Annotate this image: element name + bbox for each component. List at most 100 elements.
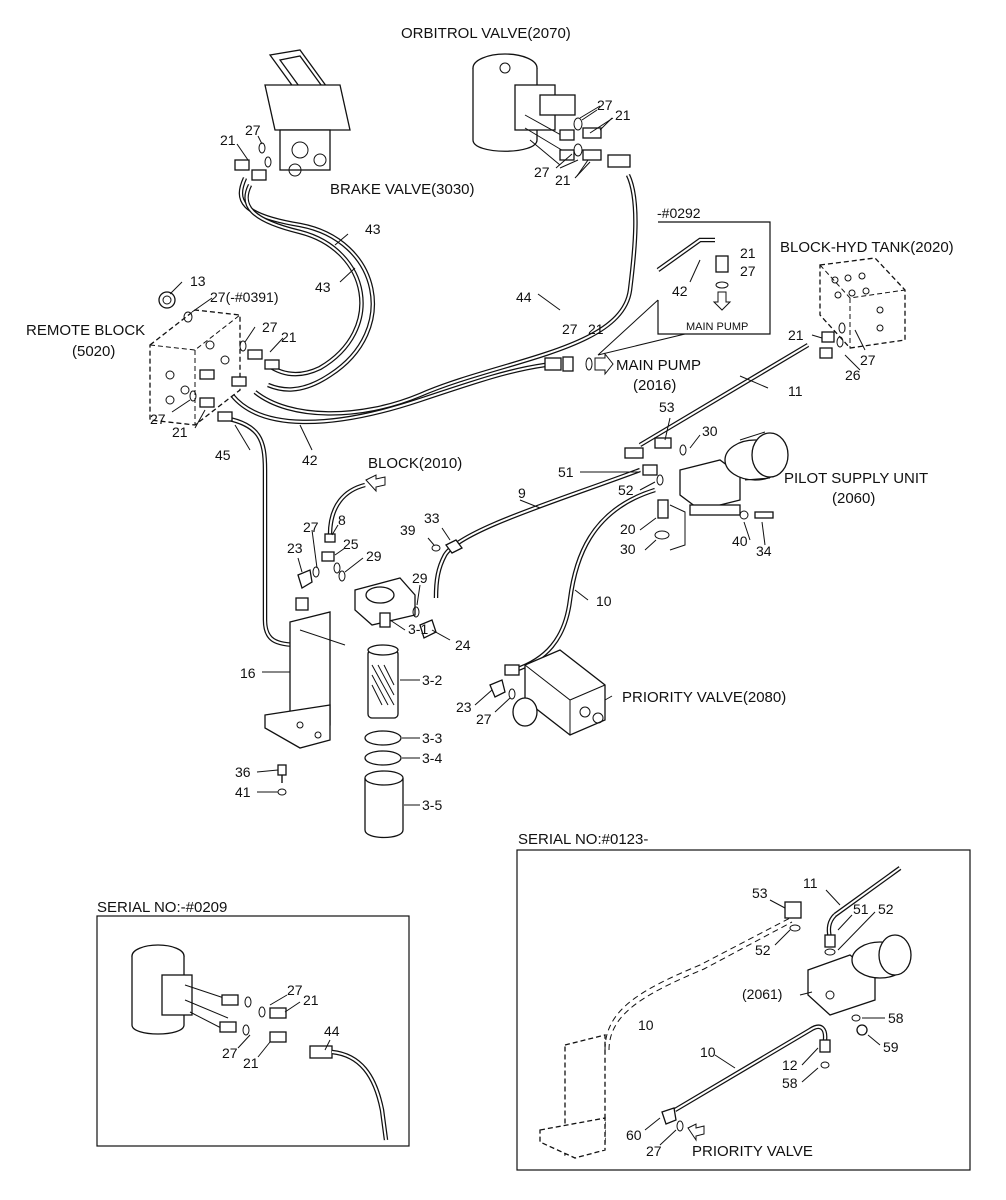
inset-0292-main-pump: MAIN PUMP [686, 321, 748, 333]
orbitrol-valve-label: ORBITROL VALVE(2070) [401, 25, 571, 42]
hose-9 [433, 467, 641, 599]
callout-10: 10 [596, 593, 612, 609]
callout-21: 21 [172, 424, 188, 440]
callout-25: 25 [343, 536, 359, 552]
callout-21: 21 [788, 327, 804, 343]
inset-0123-priority-valve: PRIORITY VALVE [692, 1143, 813, 1160]
block-2010-arrow [365, 474, 386, 493]
callout-58: 58 [888, 1010, 904, 1026]
callout-21: 21 [740, 245, 756, 261]
brake-valve [264, 49, 351, 177]
remote-block-number: (5020) [72, 343, 115, 360]
callout-27: 27 [245, 122, 261, 138]
callout-52: 52 [755, 942, 771, 958]
callout-43: 43 [365, 221, 381, 237]
callout-23: 23 [287, 540, 303, 556]
part-callouts: 27 21 27 21 21 27 43 43 44 42 21 27 13 2… [150, 97, 904, 1159]
callout-23: 23 [456, 699, 472, 715]
pilot-supply-label: PILOT SUPPLY UNIT [784, 470, 928, 487]
callout-30: 30 [620, 541, 636, 557]
inset-0209-title: SERIAL NO:-#0209 [97, 899, 227, 916]
callout-42: 42 [672, 283, 688, 299]
callout-27: 27 [597, 97, 613, 113]
hose-42 [230, 362, 546, 425]
orbitrol-valve [472, 53, 576, 166]
callout-51: 51 [558, 464, 574, 480]
callout-60: 60 [626, 1127, 642, 1143]
callout-12: 12 [782, 1057, 798, 1073]
callout-21: 21 [588, 321, 604, 337]
hose-10 [514, 487, 656, 673]
priority-valve [489, 649, 606, 736]
inset-0123-title: SERIAL NO:#0123- [518, 831, 648, 848]
block-hyd-tank-label: BLOCK-HYD TANK(2020) [780, 239, 954, 256]
pilot-supply-number: (2060) [832, 490, 875, 507]
callout-43: 43 [315, 279, 331, 295]
callout-51: 51 [853, 901, 869, 917]
callout-27: 27 [860, 352, 876, 368]
inset-0292-serial: -#0292 [657, 205, 701, 221]
callout-34: 34 [756, 543, 772, 559]
callout-27: 27 [262, 319, 278, 335]
callout-45: 45 [215, 447, 231, 463]
brake-fittings [234, 135, 272, 181]
hose-43b [244, 183, 364, 377]
pilot-supply-unit [624, 431, 789, 551]
inset-0292 [597, 221, 771, 356]
callout-27: 27 [303, 519, 319, 535]
callout-21: 21 [615, 107, 631, 123]
callout-21: 21 [555, 172, 571, 188]
inset-0209 [96, 915, 410, 1147]
callout-3-3: 3-3 [422, 730, 442, 746]
inset-0123 [516, 849, 971, 1171]
hose-45 [224, 415, 301, 648]
callout-3-2: 3-2 [422, 672, 442, 688]
callout-21: 21 [303, 992, 319, 1008]
callout-11: 11 [803, 875, 818, 891]
callout-53: 53 [659, 399, 675, 415]
callout-33: 33 [424, 510, 440, 526]
leader-lines [169, 109, 866, 806]
callout-24: 24 [455, 637, 471, 653]
callout-41: 41 [235, 784, 251, 800]
callout-16: 16 [240, 665, 256, 681]
callout-3-4: 3-4 [422, 750, 442, 766]
callout-26: 26 [845, 367, 861, 383]
callout-20: 20 [620, 521, 636, 537]
component-labels: ORBITROL VALVE(2070) BRAKE VALVE(3030) B… [26, 25, 954, 1160]
callout-27: 27 [222, 1045, 238, 1061]
callout-44: 44 [516, 289, 532, 305]
callout-42: 42 [302, 452, 318, 468]
callout-59: 59 [883, 1039, 899, 1055]
hoses [224, 174, 810, 673]
callout-21: 21 [281, 329, 297, 345]
hose-44 [253, 174, 638, 416]
callout-58: 58 [782, 1075, 798, 1091]
callout-52: 52 [878, 901, 894, 917]
main-pump-number: (2016) [633, 377, 676, 394]
callout-9: 9 [518, 485, 526, 501]
callout-39: 39 [400, 522, 416, 538]
block-hyd-tank [819, 257, 906, 359]
callout-27-0391: 27(-#0391) [210, 289, 279, 305]
callout-27: 27 [476, 711, 492, 727]
callout-40: 40 [732, 533, 748, 549]
callout-8: 8 [338, 512, 346, 528]
callout-10: 10 [638, 1017, 654, 1033]
priority-valve-label: PRIORITY VALVE(2080) [622, 689, 786, 706]
callout-29: 29 [412, 570, 428, 586]
callout-21: 21 [220, 132, 236, 148]
brake-valve-label: BRAKE VALVE(3030) [330, 181, 475, 198]
callout-27: 27 [534, 164, 550, 180]
callout-21: 21 [243, 1055, 259, 1071]
callout-27: 27 [287, 982, 303, 998]
inset-0123-unit: (2061) [742, 986, 782, 1002]
block-2010-label: BLOCK(2010) [368, 455, 462, 472]
callout-53: 53 [752, 885, 768, 901]
main-pump-fitting [544, 352, 614, 376]
callout-27: 27 [740, 263, 756, 279]
callout-27: 27 [150, 411, 166, 427]
callout-27: 27 [562, 321, 578, 337]
callout-44: 44 [324, 1023, 340, 1039]
